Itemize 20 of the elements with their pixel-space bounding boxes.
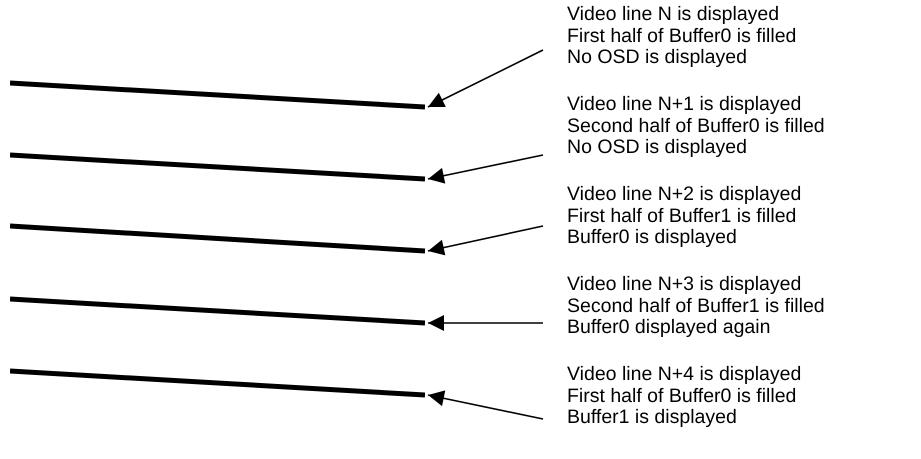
- status-note: Video line N+2 is displayed: [567, 184, 802, 206]
- status-note: Video line N+1 is displayed: [567, 94, 802, 116]
- status-note: Video line N+3 is displayed: [567, 274, 802, 296]
- status-note: No OSD is displayed: [567, 137, 748, 158]
- arrow: [428, 390, 544, 420]
- status-note: Buffer0 displayed again: [567, 317, 772, 338]
- arrow: [428, 225, 544, 256]
- status-note: First half of Buffer0 is filled: [567, 386, 798, 407]
- status-note: Video line N is displayed: [567, 4, 780, 26]
- status-note: Second half of Buffer1 is filled: [567, 296, 825, 317]
- arrow: [428, 315, 543, 331]
- status-note: No OSD is displayed: [567, 47, 748, 68]
- status-note: Buffer1 is displayed: [567, 407, 738, 428]
- status-note: First half of Buffer1 is filled: [567, 206, 798, 227]
- status-note: Second half of Buffer0 is filled: [567, 116, 825, 137]
- status-note: Video line N+4 is displayed: [567, 364, 802, 386]
- arrow: [428, 154, 544, 184]
- status-note: First half of Buffer0 is filled: [567, 26, 796, 47]
- arrow: [428, 49, 544, 108]
- status-note: Buffer0 is displayed: [567, 227, 738, 248]
